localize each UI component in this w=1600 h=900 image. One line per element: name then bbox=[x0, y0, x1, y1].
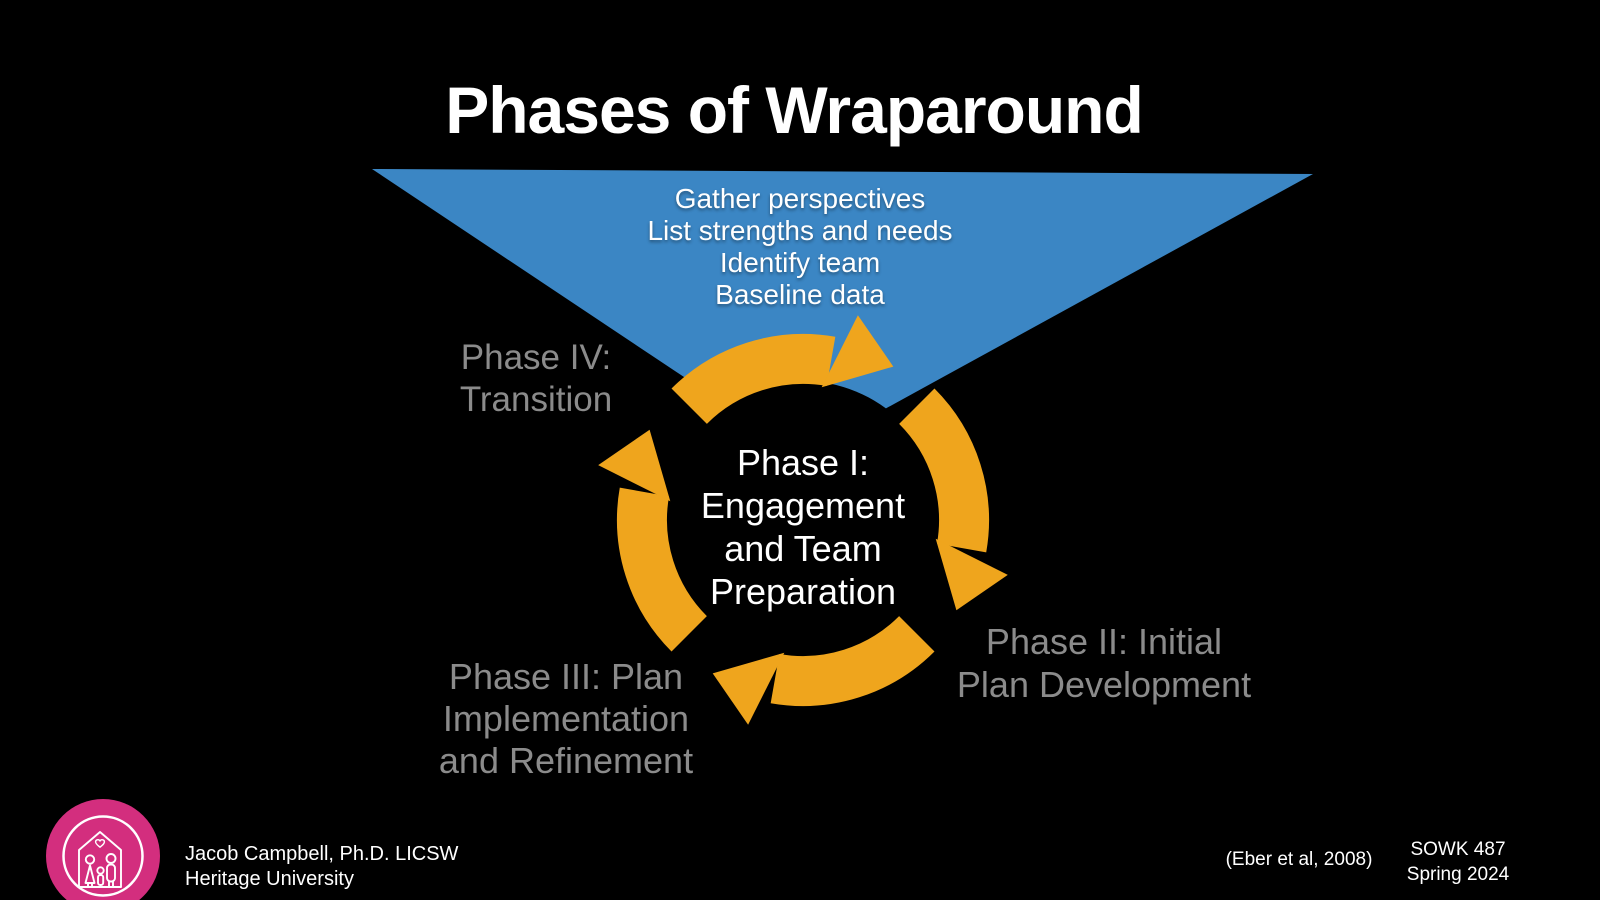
family-house-logo-icon bbox=[46, 799, 160, 900]
cycle-arrow-icon-east bbox=[898, 388, 1008, 611]
cycle-inner-disc bbox=[664, 381, 942, 659]
phase3-line: and Refinement bbox=[438, 740, 694, 781]
course-info: SOWK 487 Spring 2024 bbox=[1407, 837, 1509, 887]
citation: (Eber et al, 2008) bbox=[1225, 849, 1373, 870]
funnel-item: Baseline data bbox=[715, 279, 885, 310]
phase3-line: Implementation bbox=[442, 698, 690, 739]
phase1-line: and Team bbox=[724, 528, 882, 569]
cycle-arrow-icon-west bbox=[598, 429, 708, 652]
phase1-label: Phase I: Engagement and Team Preparation bbox=[701, 441, 905, 613]
footer-credit: Jacob Campbell, Ph.D. LICSW Heritage Uni… bbox=[185, 842, 458, 892]
page-title: Phases of Wraparound bbox=[445, 73, 1144, 147]
phase1-line: Preparation bbox=[709, 571, 897, 612]
funnel-item: Identify team bbox=[719, 247, 881, 278]
course-code: SOWK 487 bbox=[1410, 839, 1506, 860]
cycle-arrow-icon-north bbox=[671, 315, 894, 425]
phase2-line: Phase II: Initial bbox=[985, 621, 1223, 662]
author-name: Jacob Campbell, Ph.D. LICSW bbox=[185, 843, 459, 865]
phase4-line: Transition bbox=[459, 380, 613, 419]
course-term: Spring 2024 bbox=[1406, 864, 1510, 885]
phase1-line: Engagement bbox=[700, 485, 906, 526]
phase3-line: Phase III: Plan bbox=[448, 656, 684, 697]
funnel-text: Gather perspectives List strengths and n… bbox=[647, 183, 952, 311]
phase2-line: Plan Development bbox=[956, 664, 1252, 705]
cycle-arrow-icon-south bbox=[712, 615, 935, 725]
phase4-line: Phase IV: bbox=[460, 338, 612, 377]
phase1-line: Phase I: bbox=[736, 442, 870, 483]
phase3-label: Phase III: Plan Implementation and Refin… bbox=[439, 656, 693, 782]
phase2-label: Phase II: Initial Plan Development bbox=[957, 620, 1251, 706]
funnel-triangle-icon bbox=[372, 169, 1313, 455]
phase4-label: Phase IV: Transition bbox=[460, 337, 612, 421]
funnel-item: Gather perspectives bbox=[674, 183, 926, 214]
institution-name: Heritage University bbox=[185, 868, 354, 890]
funnel-item: List strengths and needs bbox=[647, 215, 953, 246]
